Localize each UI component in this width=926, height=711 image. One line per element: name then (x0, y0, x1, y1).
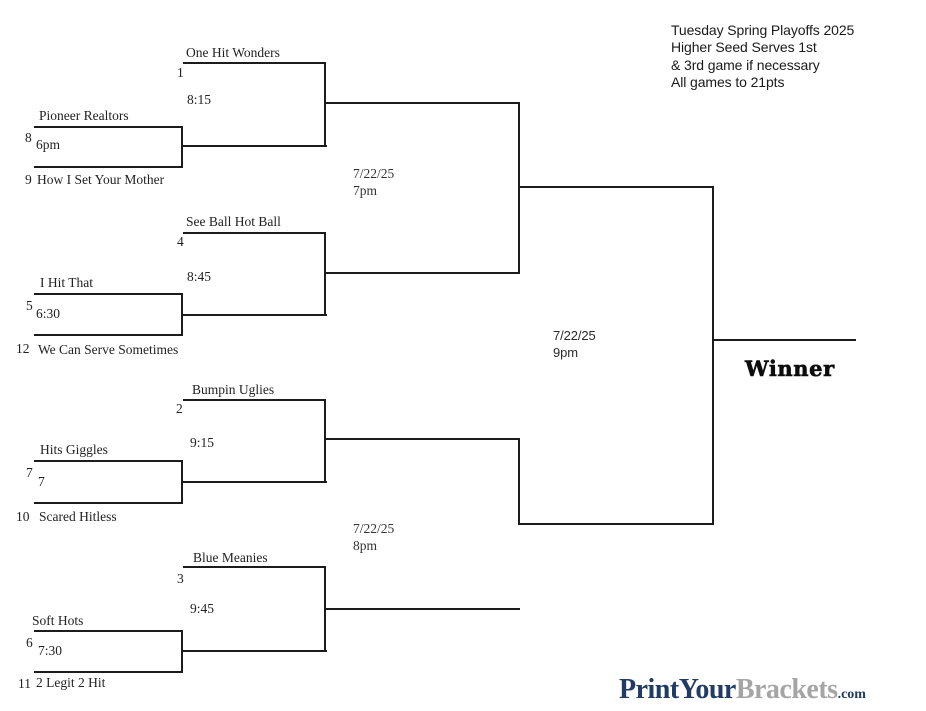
team-label-seed-7: Hits Giggles (40, 442, 108, 457)
team-label-bye-4: See Ball Hot Ball (186, 214, 281, 229)
game-time-qf4: 9:45 (190, 601, 215, 616)
line-match4-top (34, 630, 183, 632)
line-qf3-join (324, 399, 326, 483)
line-match2-join (181, 293, 183, 336)
game-time-match3: 7 (38, 474, 45, 489)
line-match4-winner (181, 650, 327, 652)
tournament-header: Tuesday Spring Playoffs 2025 Higher Seed… (671, 22, 854, 92)
game-time-qf1: 8:15 (187, 92, 212, 107)
line-bye2-team (183, 232, 326, 234)
tournament-rule-1: Higher Seed Serves 1st (671, 39, 817, 56)
line-match3-join (181, 460, 183, 504)
logo-part-brackets: Brackets (735, 674, 838, 705)
semifinal2-time: 8pm (353, 538, 378, 553)
seed-label-7: 7 (26, 465, 33, 480)
line-final-winner (712, 339, 856, 341)
logo-part-com: .com (837, 687, 866, 702)
line-semifinal2-join (518, 438, 520, 525)
line-qf3-winner (324, 438, 520, 440)
semifinal1-schedule: 7/22/25 7pm (353, 165, 394, 199)
line-qf2-winner (324, 272, 520, 274)
line-match2-top (34, 293, 183, 295)
final-date: 7/22/25 (553, 328, 596, 343)
team-label-seed-10: Scared Hitless (39, 509, 117, 524)
line-match1-top (34, 126, 183, 128)
seed-label-11: 11 (18, 676, 31, 691)
winner-label: Winner (745, 356, 835, 382)
seed-label-3: 3 (177, 571, 184, 586)
logo-part-printyour: PrintYour (619, 674, 736, 705)
line-match1-bottom (34, 166, 183, 168)
line-match4-bottom (34, 671, 183, 673)
line-match3-bottom (34, 502, 183, 504)
team-label-seed-8: Pioneer Realtors (39, 108, 129, 123)
line-qf1-join (324, 62, 326, 147)
line-match2-winner (181, 314, 327, 316)
seed-label-4: 4 (177, 234, 184, 249)
line-qf1-winner (324, 102, 520, 104)
line-bye1-team (183, 62, 326, 64)
semifinal1-date: 7/22/25 (353, 166, 395, 181)
seed-label-2: 2 (176, 401, 183, 416)
semifinal2-schedule: 7/22/25 8pm (353, 520, 394, 554)
seed-label-1: 1 (177, 65, 184, 80)
line-qf4-join (324, 566, 326, 652)
line-bye3-team (183, 399, 326, 401)
game-time-qf2: 8:45 (187, 269, 212, 284)
line-match1-join (181, 126, 183, 168)
seed-label-10: 10 (16, 509, 30, 524)
line-match2-bottom (34, 334, 183, 336)
game-time-match4: 7:30 (38, 643, 63, 658)
team-label-seed-6: Soft Hots (32, 613, 84, 628)
line-final-join (712, 186, 714, 525)
team-label-seed-12: We Can Serve Sometimes (38, 342, 179, 357)
line-semifinal2-winner (518, 523, 714, 525)
seed-label-8: 8 (25, 130, 32, 145)
line-semifinal1-winner (518, 186, 714, 188)
line-semifinal1-join (518, 102, 520, 274)
semifinal2-date: 7/22/25 (353, 521, 395, 536)
team-label-seed-5: I Hit That (40, 275, 93, 290)
tournament-rule-3: All games to 21pts (671, 74, 785, 91)
game-time-qf3: 9:15 (190, 435, 215, 450)
team-label-bye-3: Blue Meanies (193, 550, 268, 565)
tournament-title: Tuesday Spring Playoffs 2025 (671, 22, 855, 38)
line-match1-winner (181, 145, 327, 147)
tournament-rule-2: & 3rd game if necessary (671, 56, 820, 73)
game-time-match1: 6pm (36, 137, 61, 152)
team-label-seed-9: How I Set Your Mother (37, 172, 165, 187)
line-match3-winner (181, 481, 327, 483)
game-time-match2: 6:30 (36, 306, 61, 321)
seed-label-6: 6 (26, 635, 33, 650)
team-label-seed-11: 2 Legit 2 Hit (36, 675, 106, 690)
team-label-bye-2: Bumpin Uglies (192, 382, 275, 397)
semifinal1-time: 7pm (353, 183, 378, 198)
final-schedule: 7/22/25 9pm (553, 327, 596, 361)
line-qf4-winner (324, 608, 520, 610)
team-label-bye-1: One Hit Wonders (186, 45, 280, 60)
line-match3-top (34, 460, 183, 462)
seed-label-12: 12 (16, 341, 30, 356)
final-time: 9pm (553, 345, 578, 360)
print-your-brackets-logo: PrintYourBrackets.com (619, 674, 866, 706)
line-bye4-team (183, 566, 326, 568)
line-match4-join (181, 630, 183, 673)
seed-label-5: 5 (26, 298, 33, 313)
line-qf2-join (324, 232, 326, 316)
seed-label-9: 9 (25, 172, 32, 187)
